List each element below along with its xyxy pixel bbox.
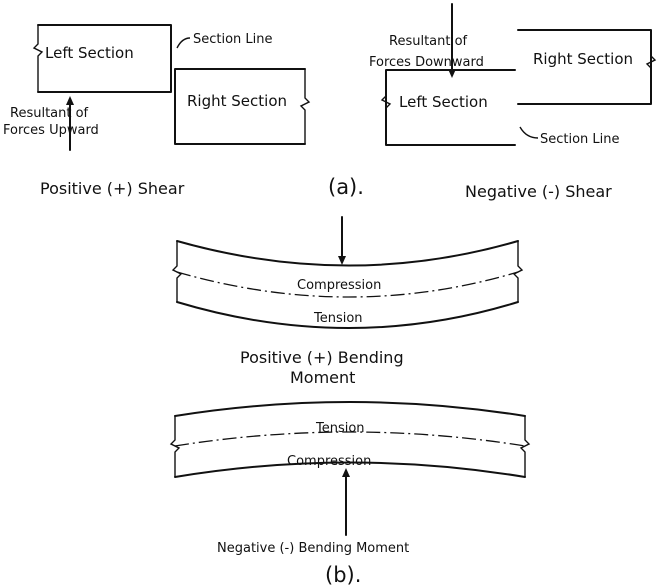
neutral-axis-line bbox=[174, 431, 526, 447]
beam-right-break bbox=[519, 416, 531, 477]
beam-bottom-edge bbox=[176, 301, 519, 329]
negative-bending-caption: Negative (-) Bending Moment bbox=[217, 541, 409, 556]
right-section-block: Right Section bbox=[517, 29, 657, 105]
beam-top-edge bbox=[176, 240, 519, 267]
section-line-pointer bbox=[519, 126, 539, 139]
negative-bending-figure: Tension Compression Negative (-) Bending… bbox=[169, 401, 531, 556]
beam-right-break bbox=[512, 241, 524, 302]
left-section-label: Left Section bbox=[45, 44, 134, 62]
compression-zone-label: Compression bbox=[297, 278, 381, 293]
left-section-label: Left Section bbox=[399, 93, 488, 111]
resultant-label-line2: Forces Downward bbox=[369, 55, 484, 70]
left-section-block: Left Section bbox=[380, 69, 516, 146]
resultant-label-line1: Resultant of bbox=[10, 106, 89, 121]
part-a-label: (a). bbox=[328, 175, 364, 199]
right-section-label: Right Section bbox=[187, 92, 287, 110]
section-line-label: Section Line bbox=[540, 132, 620, 147]
beam-top-edge bbox=[174, 401, 526, 417]
negative-shear-caption: Negative (-) Shear bbox=[465, 182, 612, 201]
tension-zone-label: Tension bbox=[315, 421, 365, 436]
positive-shear-figure: Left Section Right Section Section Line … bbox=[3, 24, 311, 198]
neutral-axis-line bbox=[176, 271, 519, 298]
beam-left-break bbox=[171, 241, 183, 302]
beam-left-break bbox=[169, 416, 181, 477]
right-section-label: Right Section bbox=[533, 50, 633, 68]
negative-shear-figure: Right Section Left Section Resultant of … bbox=[369, 3, 657, 201]
positive-bending-figure: Compression Tension Positive (+) Bending… bbox=[171, 216, 524, 387]
left-section-block: Left Section bbox=[32, 24, 172, 93]
section-line-pointer bbox=[176, 37, 191, 49]
positive-bending-caption-line1: Positive (+) Bending bbox=[240, 348, 404, 367]
tension-zone-label: Tension bbox=[313, 311, 363, 326]
part-b-label: (b). bbox=[325, 563, 361, 587]
positive-bending-caption-line2: Moment bbox=[290, 368, 355, 387]
right-section-block: Right Section bbox=[174, 68, 311, 145]
resultant-label-line1: Resultant of bbox=[389, 34, 468, 49]
resultant-label-line2: Forces Upward bbox=[3, 123, 99, 138]
section-line-label: Section Line bbox=[193, 32, 273, 47]
positive-shear-caption: Positive (+) Shear bbox=[40, 179, 185, 198]
compression-zone-label: Compression bbox=[287, 454, 371, 469]
beam-bottom-edge bbox=[174, 461, 526, 478]
